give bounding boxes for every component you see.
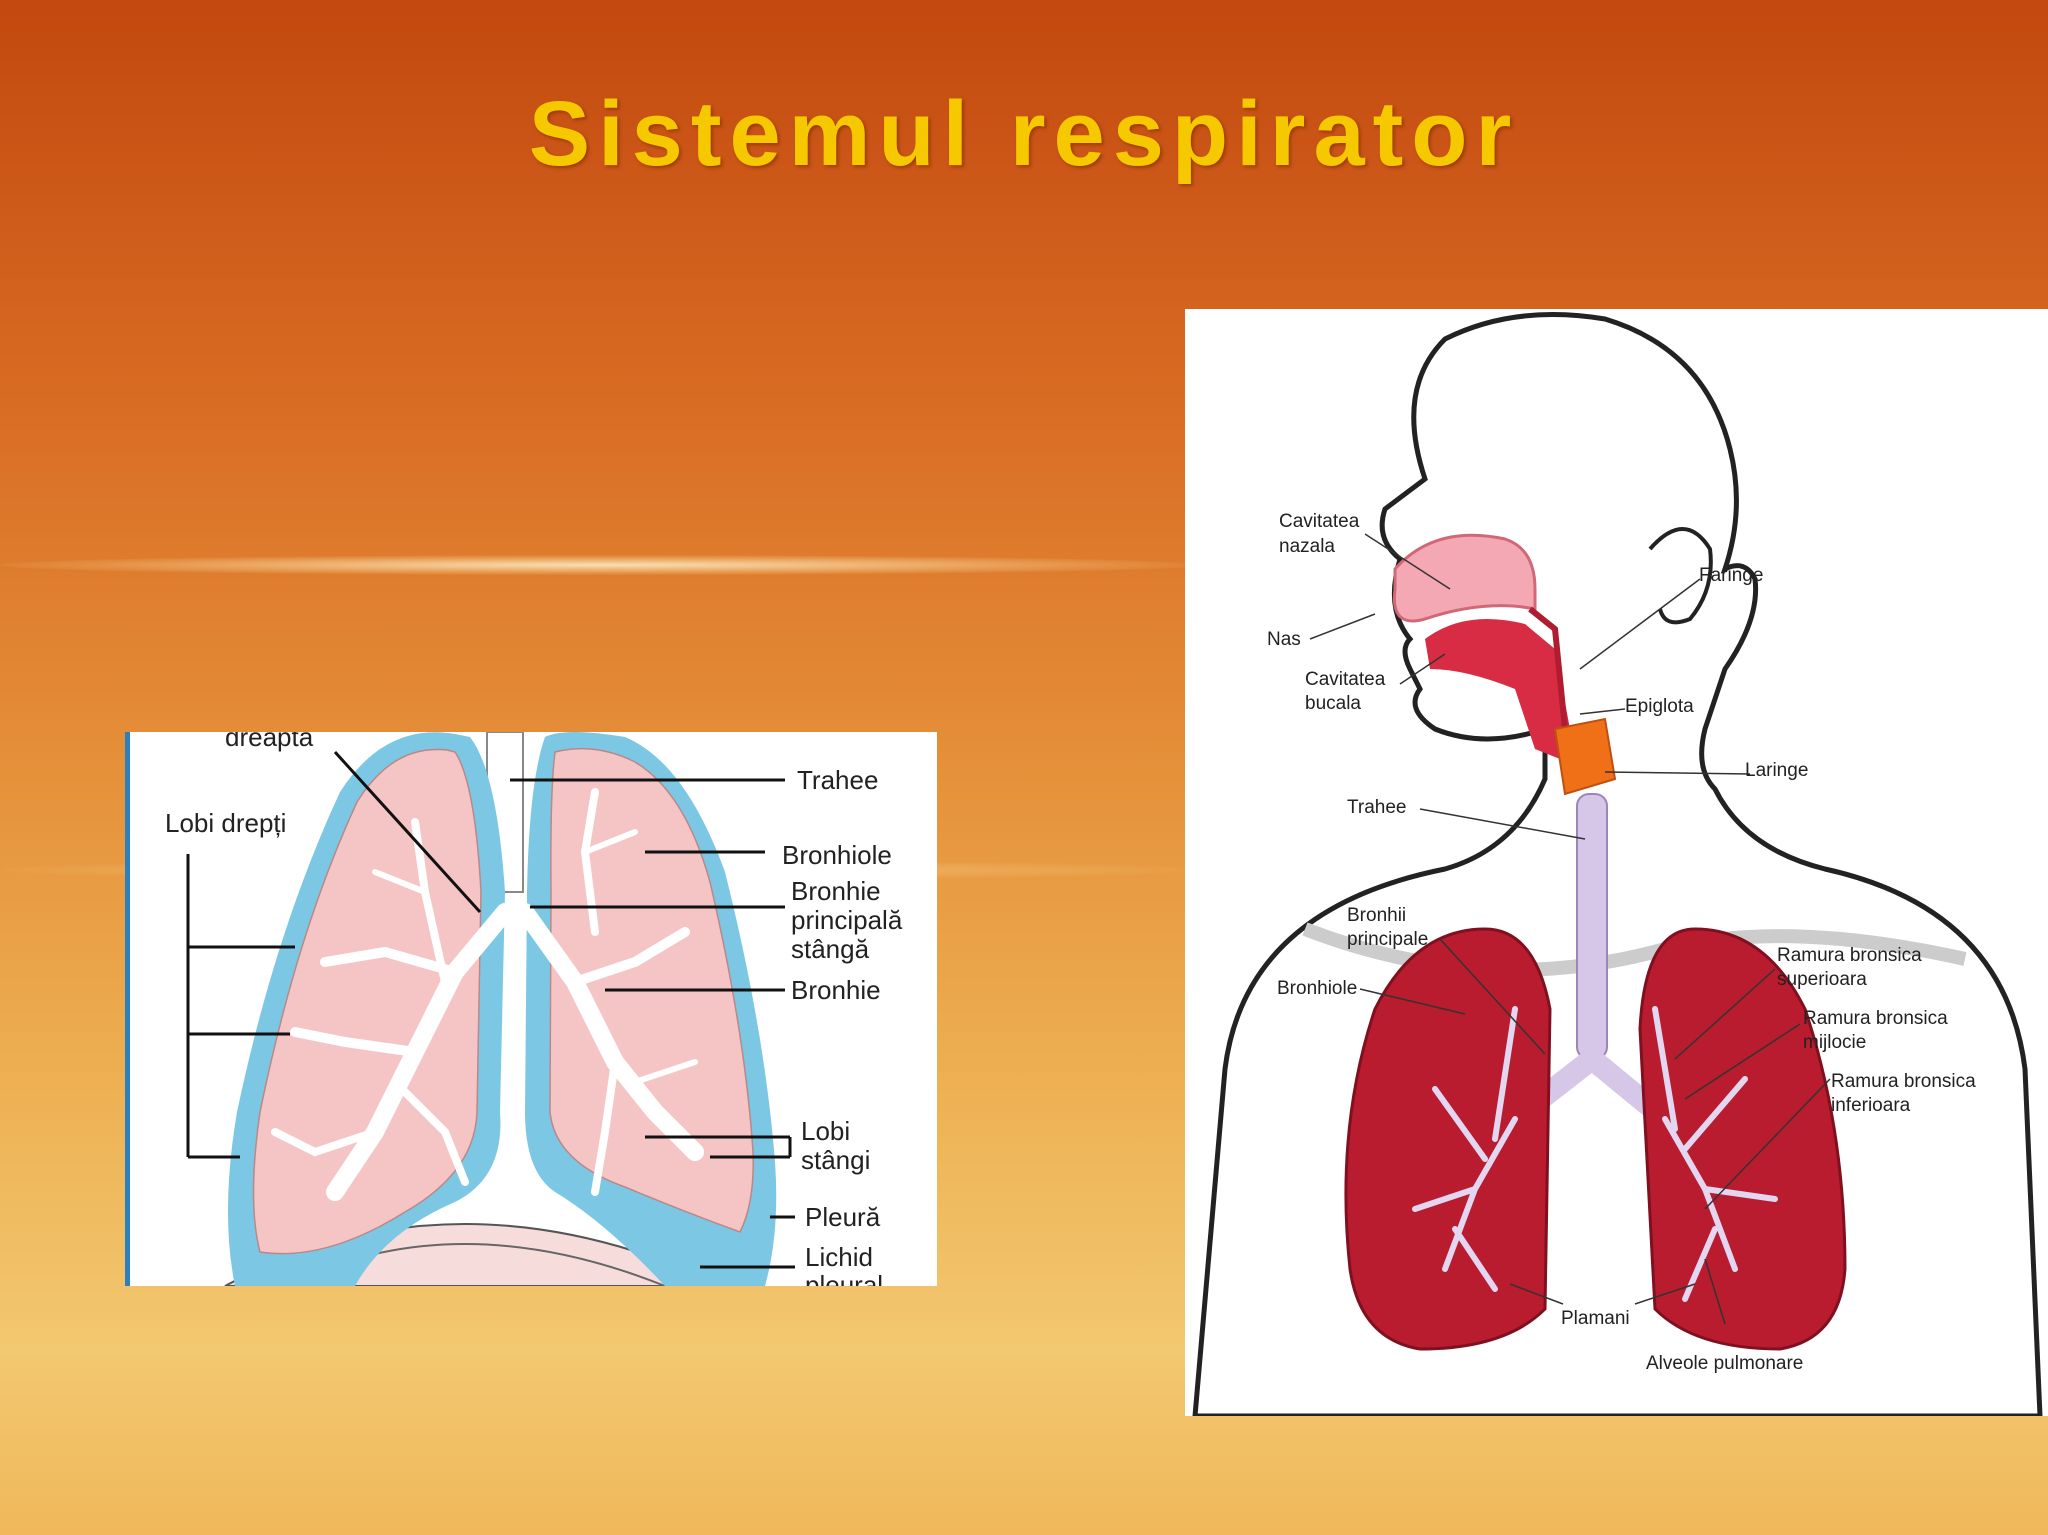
label-plamani: Plamani: [1561, 1308, 1630, 1329]
label-laringe: Laringe: [1745, 760, 1808, 781]
lungs-section-diagram: dreaptă Lobi drepți Trahee Bronhiole Bro…: [125, 732, 937, 1286]
label-cavitatea-nazala-2: nazala: [1279, 536, 1335, 557]
lungs-section-svg: dreaptă Lobi drepți Trahee Bronhiole Bro…: [125, 732, 903, 1286]
label-ramura-mijlocie-1: Ramura bronsica: [1803, 1008, 1948, 1029]
label-cavitatea-bucala-1: Cavitatea: [1305, 669, 1386, 690]
oral-pharynx: [1425, 619, 1572, 759]
label-lichid-2: pleural: [805, 1270, 883, 1286]
label-faringe: Faringe: [1699, 565, 1763, 586]
larynx: [1553, 717, 1617, 796]
trachea: [1576, 793, 1608, 1060]
respiratory-system-svg: Cavitatea nazala Nas Cavitatea bucala Fa…: [1192, 312, 2043, 1416]
left-edge-bar: [125, 732, 130, 1286]
background-light-streak: [0, 555, 1200, 575]
label-bronhie-principala-2: principală: [791, 905, 903, 935]
label-lobi-stangi-1: Lobi: [801, 1116, 850, 1146]
respiratory-system-diagram: Cavitatea nazala Nas Cavitatea bucala Fa…: [1185, 309, 2048, 1416]
nasal-cavity: [1392, 533, 1537, 623]
ear: [1648, 527, 1713, 625]
label-bronhie: Bronhie: [791, 975, 881, 1005]
body-outline: [1192, 312, 2043, 1416]
label-bronhii-principale-2: principale: [1347, 929, 1428, 950]
label-bronhie-principala-3: stângă: [791, 934, 870, 964]
right-lung: [1344, 927, 1552, 1351]
label-trahee: Trahee: [797, 765, 878, 795]
label-bronhiole: Bronhiole: [1277, 978, 1357, 999]
label-alveole: Alveole pulmonare: [1646, 1353, 1803, 1374]
label-bronhii-principale-1: Bronhii: [1347, 905, 1406, 926]
pharynx: [1528, 606, 1568, 730]
label-pleura: Pleură: [805, 1202, 881, 1232]
label-ramura-mijlocie-2: mijlocie: [1803, 1032, 1866, 1053]
label-bronhie-principala-1: Bronhie: [791, 876, 881, 906]
label-nas: Nas: [1267, 629, 1301, 650]
bronchioles: [1412, 1006, 1778, 1302]
label-dreapta: dreaptă: [225, 732, 314, 752]
label-ramura-inferioara-2: inferioara: [1831, 1095, 1911, 1116]
left-lung: [1638, 927, 1847, 1351]
right-labels: Cavitatea nazala Nas Cavitatea bucala Fa…: [1267, 511, 1976, 1374]
leader-lines: [1309, 533, 1831, 1325]
label-ramura-superioara-1: Ramura bronsica: [1777, 945, 1922, 966]
label-epiglota: Epiglota: [1625, 696, 1694, 717]
label-ramura-superioara-2: superioara: [1777, 969, 1867, 990]
label-cavitatea-nazala-1: Cavitatea: [1279, 511, 1360, 532]
label-cavitatea-bucala-2: bucala: [1305, 693, 1361, 714]
leader-lines: [186, 750, 795, 1269]
label-bronhiole: Bronhiole: [782, 840, 892, 870]
label-lichid-1: Lichid: [805, 1242, 873, 1272]
label-lobi-stangi-2: stângi: [801, 1145, 870, 1175]
label-lobi-drepti: Lobi drepți: [165, 808, 286, 838]
left-labels: dreaptă Lobi drepți Trahee Bronhiole Bro…: [165, 732, 903, 1286]
slide-title: Sistemul respirator: [528, 83, 1520, 185]
label-trahee: Trahee: [1347, 797, 1407, 818]
label-ramura-inferioara-1: Ramura bronsica: [1831, 1071, 1976, 1092]
